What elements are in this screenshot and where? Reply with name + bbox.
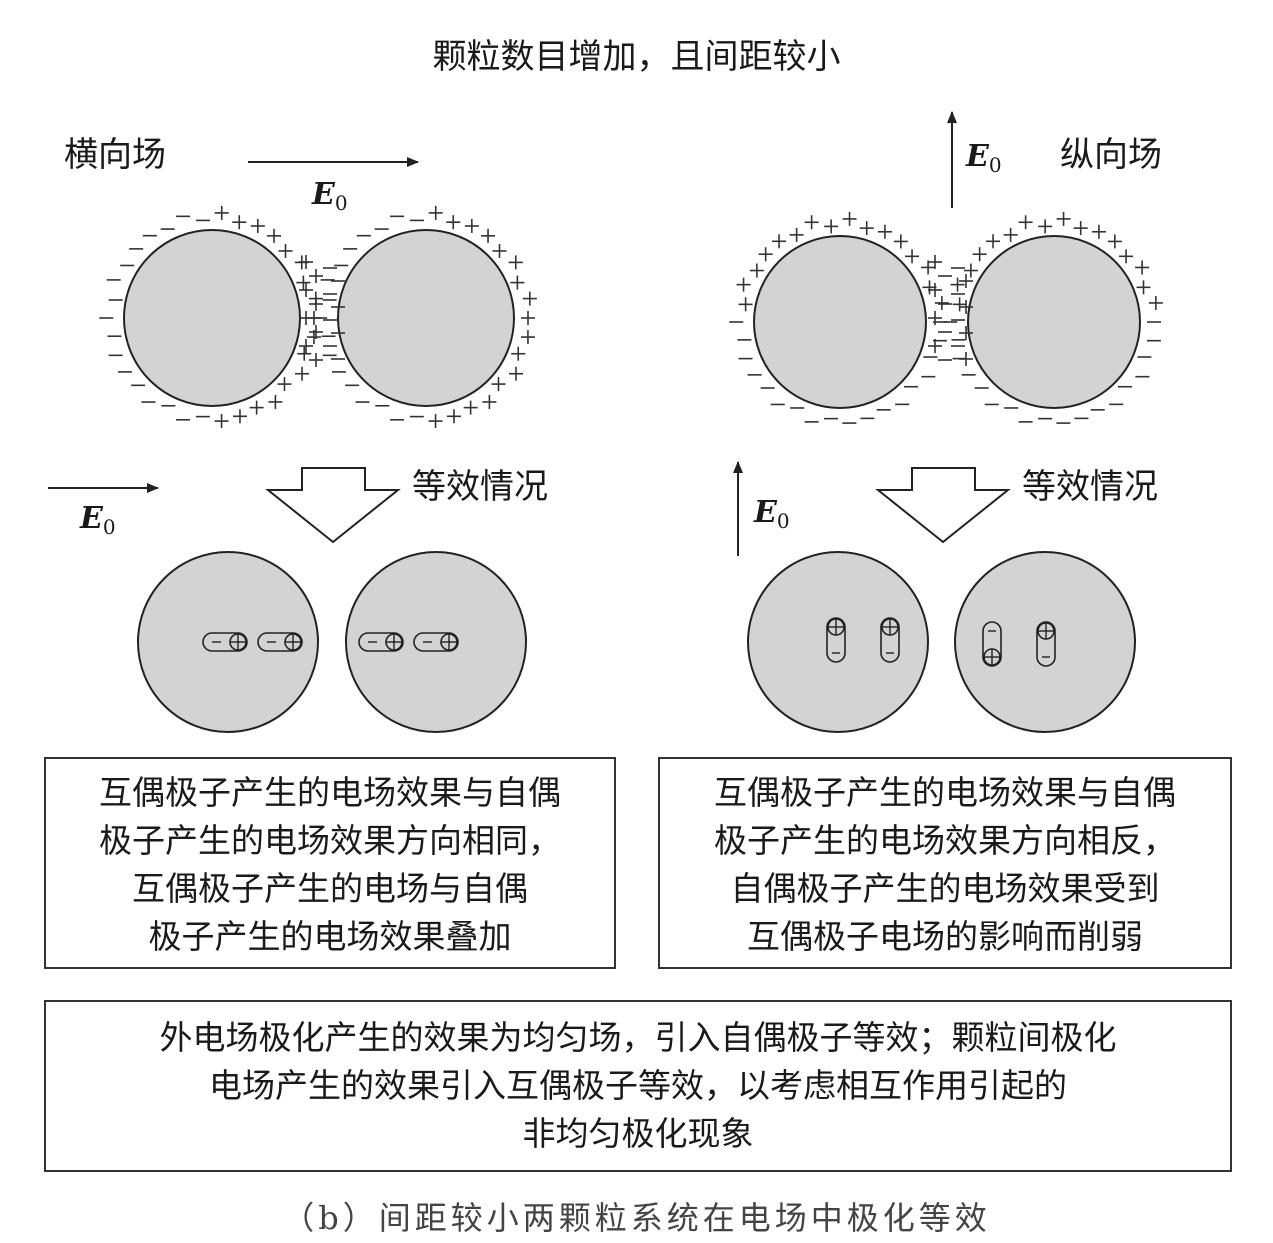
particle xyxy=(337,229,515,407)
particle xyxy=(753,235,927,409)
dipole xyxy=(826,617,846,663)
left-equiv-label: 等效情况 xyxy=(412,467,548,507)
left-description-line: 互偶极子产生的电场效果与自偶 xyxy=(99,773,561,812)
left-description-line: 互偶极子产生的电场与自偶 xyxy=(132,869,528,908)
right-description-line: 自偶极子产生的电场效果受到 xyxy=(730,869,1160,908)
diagram-title: 颗粒数目增加，且间距较小 xyxy=(432,37,841,77)
dipole xyxy=(1036,621,1056,667)
summary-box: 外电场极化产生的效果为均匀场，引入自偶极子等效；颗粒间极化 电场产生的效果引入互… xyxy=(44,1000,1232,1172)
dipole xyxy=(413,632,459,652)
right-field-label: 纵向场 xyxy=(1060,135,1162,175)
left-field-label: 横向场 xyxy=(64,135,166,175)
surface-charges xyxy=(99,205,1163,429)
e0-label-left-top: E0 xyxy=(312,177,348,215)
summary-line: 外电场极化产生的效果为均匀场，引入自偶极子等效；颗粒间极化 xyxy=(159,1018,1117,1057)
right-equiv-label: 等效情况 xyxy=(1022,467,1158,507)
particle xyxy=(967,235,1141,409)
left-description-line: 极子产生的电场效果叠加 xyxy=(148,917,512,956)
e0-label-right-bottom: E0 xyxy=(754,495,790,533)
particle xyxy=(137,551,319,733)
e0-label-right-top: E0 xyxy=(966,139,1002,177)
right-description-line: 互偶极子电场的影响而削弱 xyxy=(747,917,1143,956)
dipole xyxy=(982,621,1002,667)
summary-line: 非均匀极化现象 xyxy=(522,1114,754,1153)
left-description-line: 极子产生的电场效果方向相同， xyxy=(99,821,561,860)
summary-line: 电场产生的效果引入互偶极子等效，以考虑相互作用引起的 xyxy=(209,1066,1067,1105)
particle xyxy=(954,551,1136,733)
dipole xyxy=(202,632,248,652)
dipole xyxy=(880,617,900,663)
particle xyxy=(747,551,929,733)
e0-label-left-bottom: E0 xyxy=(80,501,116,539)
right-description-line: 互偶极子产生的电场效果与自偶 xyxy=(714,773,1176,812)
dipoles xyxy=(202,617,1056,667)
left-description-box: 互偶极子产生的电场效果与自偶 极子产生的电场效果方向相同， 互偶极子产生的电场与… xyxy=(44,757,616,969)
right-description-box: 互偶极子产生的电场效果与自偶 极子产生的电场效果方向相反， 自偶极子产生的电场效… xyxy=(658,757,1232,969)
particle xyxy=(345,551,527,733)
equivalence-arrow-right xyxy=(875,467,1011,544)
dipole xyxy=(257,632,303,652)
particle xyxy=(123,229,301,407)
dipole xyxy=(358,632,404,652)
equivalence-arrow-left xyxy=(265,467,401,544)
figure-caption: （b）间距较小两颗粒系统在电场中极化等效 xyxy=(282,1199,991,1237)
right-description-line: 极子产生的电场效果方向相反， xyxy=(714,821,1176,860)
